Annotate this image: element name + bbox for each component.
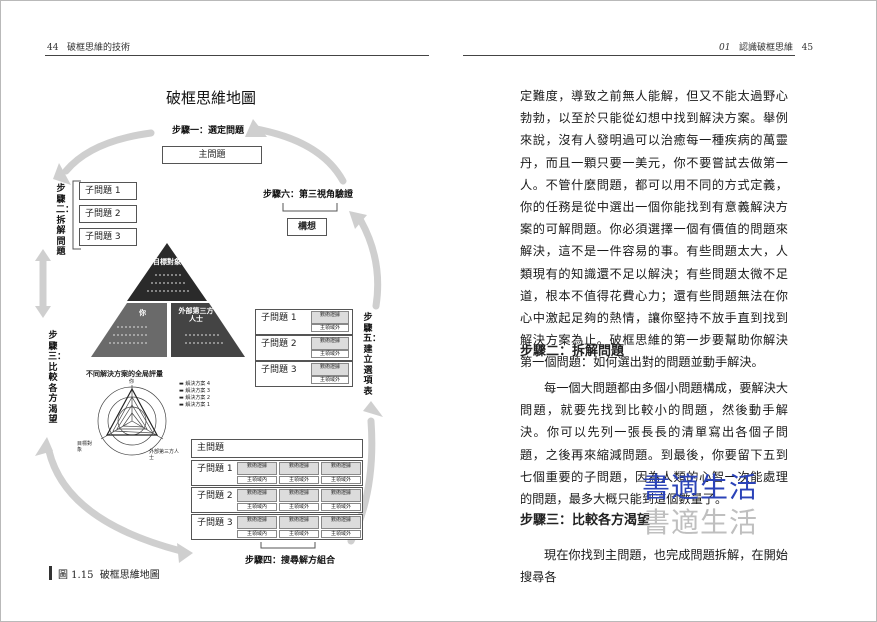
sub-problem-1-box: 子問題 1 [79, 182, 137, 200]
figure-caption: 圖 1.15 破框思維地圖 [58, 566, 160, 581]
caption-text: 破框思維地圖 [99, 570, 160, 581]
main-problem-box: 主問題 [162, 146, 262, 164]
option-cell: 數術證據 [311, 337, 349, 350]
radar-axis-target: 目標對象 [77, 441, 93, 453]
option-cell-out: 主領域外 [311, 324, 349, 332]
paragraph-3: 現在你找到主問題，也完成問題拆解，在開始搜尋各 [520, 548, 788, 585]
watermark-logo-blue: 書適生活 [642, 471, 759, 504]
left-running-title: 破框思維的技術 [67, 43, 131, 53]
solution-cell: 數術證據 [321, 462, 361, 475]
step3-label: 步驟三：比較各方渴望 [48, 331, 67, 425]
watermark-logo-gray: 書適生活 [642, 506, 759, 539]
right-running-title: 認識破框思維 [739, 43, 794, 53]
legend-label: 解決方案 3 [185, 388, 211, 394]
legend-label: 解決方案 4 [185, 381, 211, 387]
solution-cell: 數術證據 [237, 462, 277, 475]
step2-bracket [72, 180, 81, 250]
solution-cell-in: 主領域內 [237, 503, 277, 511]
solution-cell: 數術證據 [237, 516, 277, 529]
left-page-header: 44 破框思維的技術 [47, 40, 130, 53]
solution-cell: 數術證據 [279, 462, 319, 475]
legend-label: 解決方案 1 [185, 402, 211, 408]
radar-axis-you: 你 [129, 379, 135, 385]
solution-cell-out: 主領域外 [279, 503, 319, 511]
options-row-3-label: 子問題 3 [261, 365, 297, 375]
solution-cell-in: 主領域內 [237, 530, 277, 538]
diagram-title: 破框思維地圖 [166, 89, 257, 107]
caption-number: 圖 1.15 [58, 570, 94, 581]
radar-chart [97, 385, 167, 456]
left-page-number: 44 [47, 43, 59, 53]
solution-cell: 數術證據 [321, 489, 361, 502]
solution-row-3-label: 子問題 3 [197, 518, 233, 528]
stakeholder-triangle [91, 243, 245, 357]
triangle-third-party-label: 外部第三方人士 [178, 307, 214, 323]
chapter-number: 01 [719, 43, 731, 53]
solution-cell: 數術證據 [321, 516, 361, 529]
concept-box: 構想 [287, 218, 327, 236]
step6-label: 步驟六：第三視角驗證 [263, 190, 354, 200]
sub-problem-3-box: 子問題 3 [79, 228, 137, 246]
step2-label: 步驟二：拆解問題 [56, 184, 75, 257]
step5-label: 步驟五：建立選項表 [363, 313, 382, 397]
solution-cell-out: 主領域外 [279, 530, 319, 538]
option-cell: 數術證據 [311, 311, 349, 324]
solution-cell-out: 主領域外 [321, 476, 361, 484]
sub-problem-2-box: 子問題 2 [79, 205, 137, 223]
options-row-2-label: 子問題 2 [261, 339, 297, 349]
step1-label: 步驟一：選定問題 [172, 126, 245, 136]
legend-item: ▬ 解決方案 2 [179, 395, 211, 401]
cycle-arrows [35, 119, 383, 563]
solution-cell-out: 主領域外 [321, 503, 361, 511]
right-page-header: 01 認識破框思維 45 [719, 40, 813, 53]
legend-item: ▬ 解決方案 3 [179, 388, 211, 394]
radar-axis-third-party: 外部第三方人士 [149, 449, 180, 461]
right-header-rule [463, 55, 795, 56]
solution-cell-out: 主領域外 [321, 530, 361, 538]
solution-cell: 數術證據 [279, 516, 319, 529]
radar-title: 不同解決方案的全局評量 [86, 370, 163, 378]
caption-bar [49, 566, 52, 580]
option-cell-out: 主領域外 [311, 376, 349, 384]
solution-cell: 數術證據 [279, 489, 319, 502]
options-row-1-label: 子問題 1 [261, 313, 297, 323]
legend-item: ▬ 解決方案 4 [179, 381, 211, 387]
option-cell: 數術證據 [311, 363, 349, 376]
solution-row-1-label: 子問題 1 [197, 464, 233, 474]
paragraph-2: 每一個大問題都由多個小問題構成，要解決大問題，就要先找到比較小的問題，然後動手解… [520, 381, 788, 507]
heading-step3: 步驟三：比較各方渴望 [520, 513, 651, 528]
legend-item: ▬ 解決方案 1 [179, 402, 211, 408]
solution-cell-out: 主領域外 [279, 476, 319, 484]
right-page-number: 45 [801, 43, 814, 53]
triangle-target-label: 目標對象 [153, 258, 181, 266]
step4-label: 步驟四：搜尋解方組合 [245, 556, 336, 566]
solution-cell: 數術證據 [237, 489, 277, 502]
heading-step2: 步驟二：拆解問題 [520, 344, 625, 359]
step6-bracket [282, 203, 338, 212]
legend-label: 解決方案 2 [185, 395, 211, 401]
option-cell-out: 主領域外 [311, 350, 349, 358]
paragraph-1: 定難度，導致之前無人能解，但又不能太過野心勃勃，以至於只能從幻想中找到解決方案。… [520, 89, 788, 370]
step4-bracket [260, 542, 316, 549]
left-header-rule [45, 55, 429, 56]
solution-cell-in: 主領域內 [237, 476, 277, 484]
solution-main-box: 主問題 [191, 439, 363, 458]
triangle-you-label: 你 [139, 309, 146, 317]
solution-row-2-label: 子問題 2 [197, 491, 233, 501]
